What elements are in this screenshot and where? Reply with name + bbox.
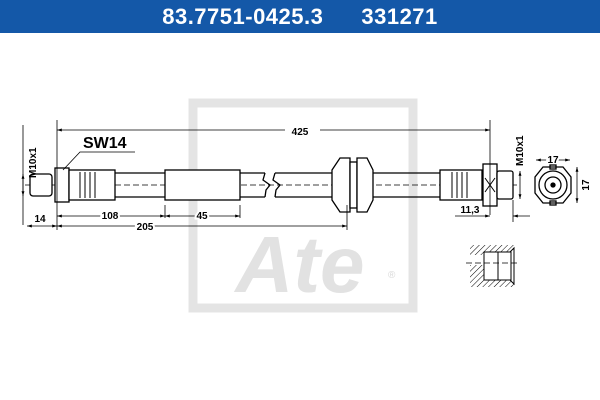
right-nipple — [496, 170, 514, 200]
dim-45: 45 — [196, 211, 208, 222]
sleeve — [164, 169, 241, 201]
part-number: 83.7751-0425.3 — [162, 3, 324, 29]
hex-height-label: 17 — [581, 179, 592, 191]
title-bar: 83.7751-0425.3 331271 — [0, 0, 600, 33]
left-nipple — [29, 173, 53, 197]
brake-hose — [29, 157, 514, 213]
grommet-left — [331, 157, 351, 213]
right-crimp — [439, 169, 483, 201]
left-crimp — [68, 169, 116, 201]
dim-108: 108 — [102, 211, 119, 222]
svg-text:®: ® — [388, 270, 396, 281]
thread-left-label: M10x1 — [28, 147, 39, 178]
dim-total-length: 425 — [292, 127, 309, 138]
reference-number: 331271 — [361, 3, 438, 29]
svg-text:Ate: Ate — [234, 220, 365, 309]
dim-nipple: 14 — [34, 214, 46, 225]
dim-205: 205 — [137, 222, 154, 233]
hex-width-label: 17 — [547, 155, 559, 166]
ate-watermark: Ate ® — [188, 98, 418, 313]
wrench-size-label: SW14 — [83, 135, 127, 152]
thread-right-label: M10x1 — [515, 135, 526, 166]
dim-11-3: 11,3 — [461, 205, 480, 216]
port-section-view — [466, 245, 520, 287]
end-view — [534, 164, 572, 206]
grommet-right — [356, 157, 374, 213]
